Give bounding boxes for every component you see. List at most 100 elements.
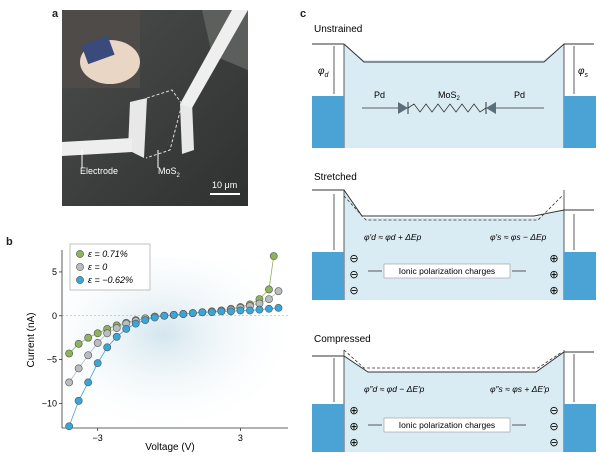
data-point (65, 349, 74, 358)
y-tick-label: −10 (42, 398, 57, 408)
mos2-outline (145, 89, 183, 159)
pd-right-label: Pd (514, 90, 525, 100)
compressed-label-box (383, 417, 511, 433)
data-point (255, 305, 264, 314)
legend-label: ε = 0 (88, 262, 107, 272)
chart-legend: ε = 0.71%ε = 0ε = −0.62% (69, 243, 151, 291)
charge-sign: ⊖ (549, 421, 558, 433)
compressed-diagram: Compressed φ″d ≈ φd − ΔE′p φ″s ≈ φs + ΔE… (312, 334, 596, 452)
micrograph: Electrode MoS2 10 μm (62, 10, 248, 206)
x-axis-label: Voltage (V) (145, 442, 194, 453)
charge-sign: ⊖ (349, 269, 358, 281)
mos2-subscript: 2 (176, 172, 180, 179)
stretched-eq-right: φ′s ≈ φs − ΔEp (490, 232, 547, 242)
panel-a-letter: a (52, 8, 59, 20)
data-point (169, 310, 178, 319)
unstrained-right-metal (564, 96, 596, 148)
data-point (265, 304, 273, 313)
charge-sign: ⊖ (349, 253, 358, 265)
stretched-diagram: Stretched φ′d ≈ φd + ΔEp φ′s ≈ φs − ΔEp … (312, 172, 596, 300)
charge-sign: ⊕ (549, 253, 558, 265)
data-point (84, 378, 93, 387)
data-point (93, 359, 102, 368)
stretched-right-metal (564, 252, 596, 300)
data-point (269, 252, 278, 261)
legend-marker (76, 250, 84, 258)
data-point (74, 396, 83, 405)
y-tick-label: 0 (52, 311, 57, 321)
compressed-right-charges: ⊖⊖⊖ (549, 405, 558, 449)
charge-sign: ⊕ (349, 421, 358, 433)
data-point (150, 313, 159, 322)
compressed-title: Compressed (314, 334, 371, 345)
data-point (274, 303, 283, 312)
stretched-band (344, 190, 564, 300)
unstrained-left-metal (312, 96, 344, 148)
compressed-band (344, 352, 564, 452)
data-point (93, 329, 102, 338)
resistor-icon (407, 103, 487, 113)
data-point (103, 343, 112, 352)
phi-s-label: φs (578, 66, 589, 79)
data-point (198, 308, 207, 317)
legend-marker (76, 276, 84, 284)
inset-drawing (62, 10, 140, 88)
data-point (74, 339, 83, 348)
data-point (188, 309, 197, 318)
charge-sign: ⊕ (349, 437, 358, 449)
flexible-substrate (81, 35, 115, 65)
data-point (84, 351, 93, 360)
stretched-box-label: Ionic polarization charges (399, 266, 495, 276)
x-tick-label: 3 (238, 433, 243, 443)
data-point (112, 324, 121, 332)
mos2-text: MoS (158, 166, 177, 176)
photo-inset (62, 10, 140, 88)
unstrained-band (344, 44, 564, 148)
stretched-title: Stretched (314, 172, 357, 183)
compressed-eq-left: φ″d ≈ φd − ΔE′p (364, 384, 425, 394)
compressed-original-edge (343, 349, 563, 369)
stretched-right-charges: ⊕ ⊕ ⊕ (549, 253, 558, 297)
data-point (236, 306, 245, 315)
data-point (179, 310, 188, 318)
unstrained-band-edge (312, 43, 594, 63)
electrode-left (128, 98, 147, 158)
stretched-label-box (383, 263, 511, 279)
band-diagrams: Unstrained φd φs Pd Pd MoS2 Stretched φ′… (312, 24, 596, 452)
charge-sign: ⊕ (549, 285, 558, 297)
electrode-left-lead (62, 138, 132, 156)
y-tick-label: −5 (47, 355, 57, 365)
compressed-right-metal (564, 404, 596, 452)
data-point (246, 306, 254, 315)
unstrained-title: Unstrained (314, 24, 362, 35)
charge-sign: ⊕ (349, 405, 358, 417)
data-point (122, 325, 131, 333)
stretched-left-metal (312, 252, 344, 300)
stretched-left-charges: ⊖⊖⊖ (349, 253, 358, 297)
data-point (74, 364, 83, 373)
stretched-original-edge (343, 195, 563, 221)
data-point (65, 422, 74, 431)
data-point (207, 308, 216, 317)
unstrained-diagram: Unstrained φd φs Pd Pd MoS2 (312, 24, 596, 148)
electrode-right (180, 102, 194, 154)
charge-sign: ⊕ (549, 269, 558, 281)
y-tick-label: 5 (52, 267, 57, 277)
data-point (93, 339, 102, 347)
electrode-right-lead (180, 10, 248, 108)
data-point (103, 329, 112, 338)
panel-c-letter: c (300, 8, 307, 20)
data-point (131, 319, 140, 328)
mos2-channel-label: MoS2 (438, 90, 461, 102)
charge-sign: ⊖ (549, 437, 558, 449)
compressed-band-edge (312, 351, 594, 373)
scalebar-label: 10 μm (212, 180, 238, 190)
pd-left-label: Pd (374, 90, 385, 100)
data-point (227, 307, 235, 316)
data-point (265, 295, 273, 304)
mos2-label: MoS2 (158, 166, 180, 179)
legend-label: ε = 0.71% (88, 249, 128, 259)
data-point (217, 307, 226, 316)
